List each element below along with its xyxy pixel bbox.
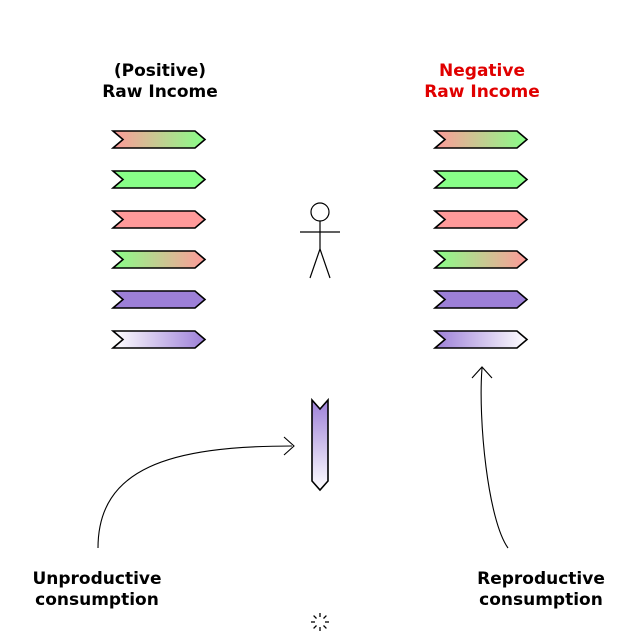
right-title-line2: Raw Income xyxy=(424,82,540,102)
right-income-arrow xyxy=(432,130,529,149)
stick-figure-icon xyxy=(300,202,340,279)
left-title: (Positive) Raw Income xyxy=(60,61,260,103)
right-income-arrow xyxy=(432,330,529,349)
reproductive-flow-arrow xyxy=(471,366,509,549)
unproductive-flow-arrow xyxy=(97,436,295,549)
right-caption: Reproductive consumption xyxy=(441,569,640,611)
right-arrow-column xyxy=(432,130,529,349)
left-title-line2: Raw Income xyxy=(102,82,218,102)
left-title-line1: (Positive) xyxy=(113,61,207,81)
left-income-arrow xyxy=(110,250,207,269)
right-title-line1: Negative xyxy=(439,61,525,81)
loading-spinner-icon xyxy=(311,613,329,631)
vertical-arrow-group xyxy=(311,397,329,492)
left-income-arrow xyxy=(110,130,207,149)
left-arrow-column xyxy=(110,130,207,349)
right-caption-line2: consumption xyxy=(479,590,603,610)
left-income-arrow xyxy=(110,210,207,229)
right-income-arrow xyxy=(432,250,529,269)
right-income-arrow xyxy=(432,170,529,189)
left-income-arrow xyxy=(110,290,207,309)
right-caption-line1: Reproductive xyxy=(477,569,605,589)
right-title: Negative Raw Income xyxy=(382,61,582,103)
left-caption-line2: consumption xyxy=(35,590,159,610)
left-caption-line1: Unproductive xyxy=(32,569,162,589)
right-income-arrow xyxy=(432,210,529,229)
left-income-arrow xyxy=(110,330,207,349)
consumption-down-arrow xyxy=(311,397,329,492)
right-income-arrow xyxy=(432,290,529,309)
left-caption: Unproductive consumption xyxy=(0,569,197,611)
left-income-arrow xyxy=(110,170,207,189)
